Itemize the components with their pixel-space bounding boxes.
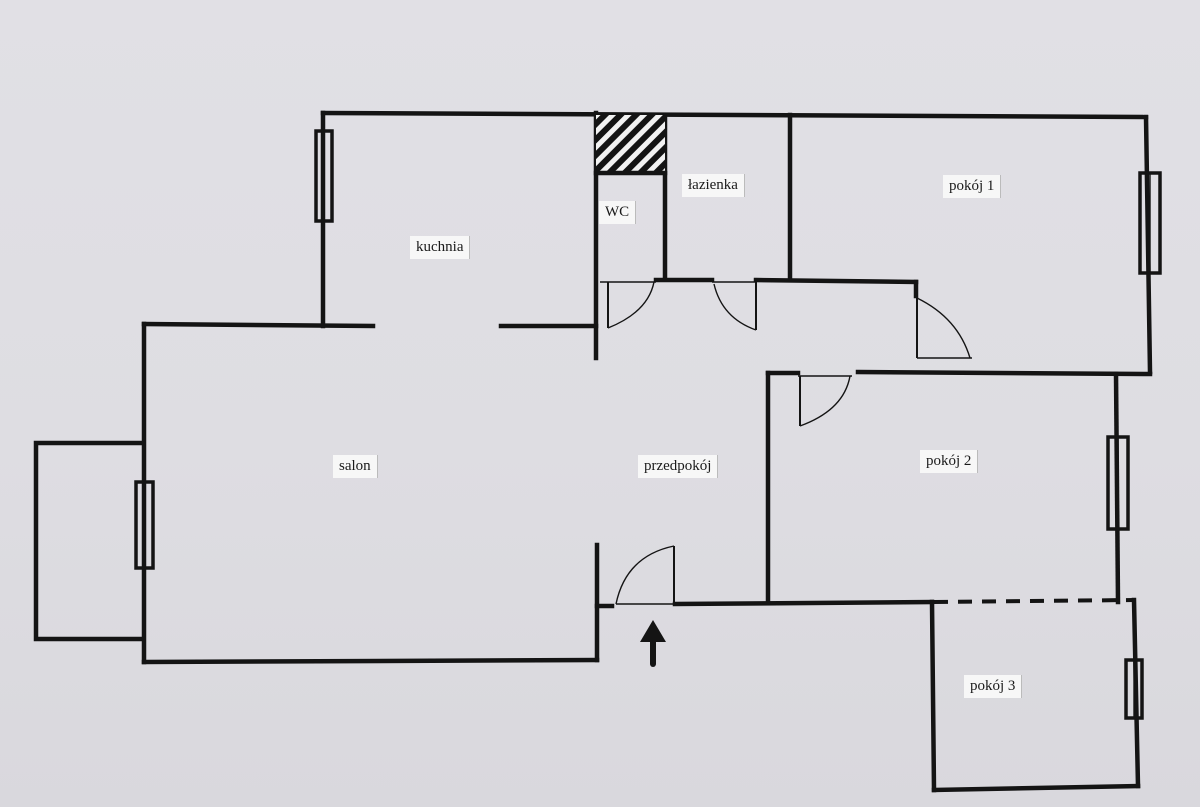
room-label-pokoj1: pokój 1	[943, 175, 1002, 198]
wall-corridor-bottom	[672, 599, 935, 607]
ventilation-shaft	[593, 115, 668, 176]
wall-pokoj3-left	[929, 599, 937, 793]
window-pokoj2	[1106, 435, 1130, 531]
wall-corridor-top-2	[753, 277, 919, 285]
wall-top	[320, 110, 1149, 120]
window-salon	[134, 480, 155, 570]
room-label-pokoj2: pokój 2	[920, 450, 979, 473]
door-entrance	[615, 545, 675, 605]
walls	[33, 110, 1153, 793]
wall-pokoj3-right	[1131, 597, 1141, 789]
wall-pokoj3-bottom	[931, 783, 1141, 793]
wall-salon-bottom	[141, 657, 600, 665]
room-label-wc: WC	[599, 201, 637, 224]
window-pokoj3	[1124, 658, 1144, 720]
entrance-arrow-icon	[640, 620, 666, 667]
partition-pokoj2-pokoj3	[933, 598, 1135, 604]
wall-pokoj2-top-right	[855, 369, 1153, 377]
wall-salon-top-left	[141, 321, 376, 329]
room-label-lazienka: łazienka	[682, 174, 745, 197]
door-pokoj1	[916, 296, 972, 359]
wall-pokoj2-right	[1113, 371, 1121, 605]
balcony-outline	[33, 440, 145, 642]
door-pokoj2	[798, 375, 852, 427]
doors	[600, 281, 972, 605]
room-label-przedpokoj: przedpokój	[638, 455, 719, 478]
door-lazienka	[712, 281, 757, 331]
window-kitchen	[314, 129, 334, 223]
room-label-pokoj3: pokój 3	[964, 675, 1023, 698]
room-label-salon: salon	[333, 455, 378, 478]
room-label-kuchnia: kuchnia	[410, 236, 471, 259]
wall-pokoj1-right	[1143, 114, 1153, 375]
window-pokoj1	[1138, 171, 1162, 275]
windows	[134, 129, 1162, 720]
door-wc	[600, 281, 656, 329]
